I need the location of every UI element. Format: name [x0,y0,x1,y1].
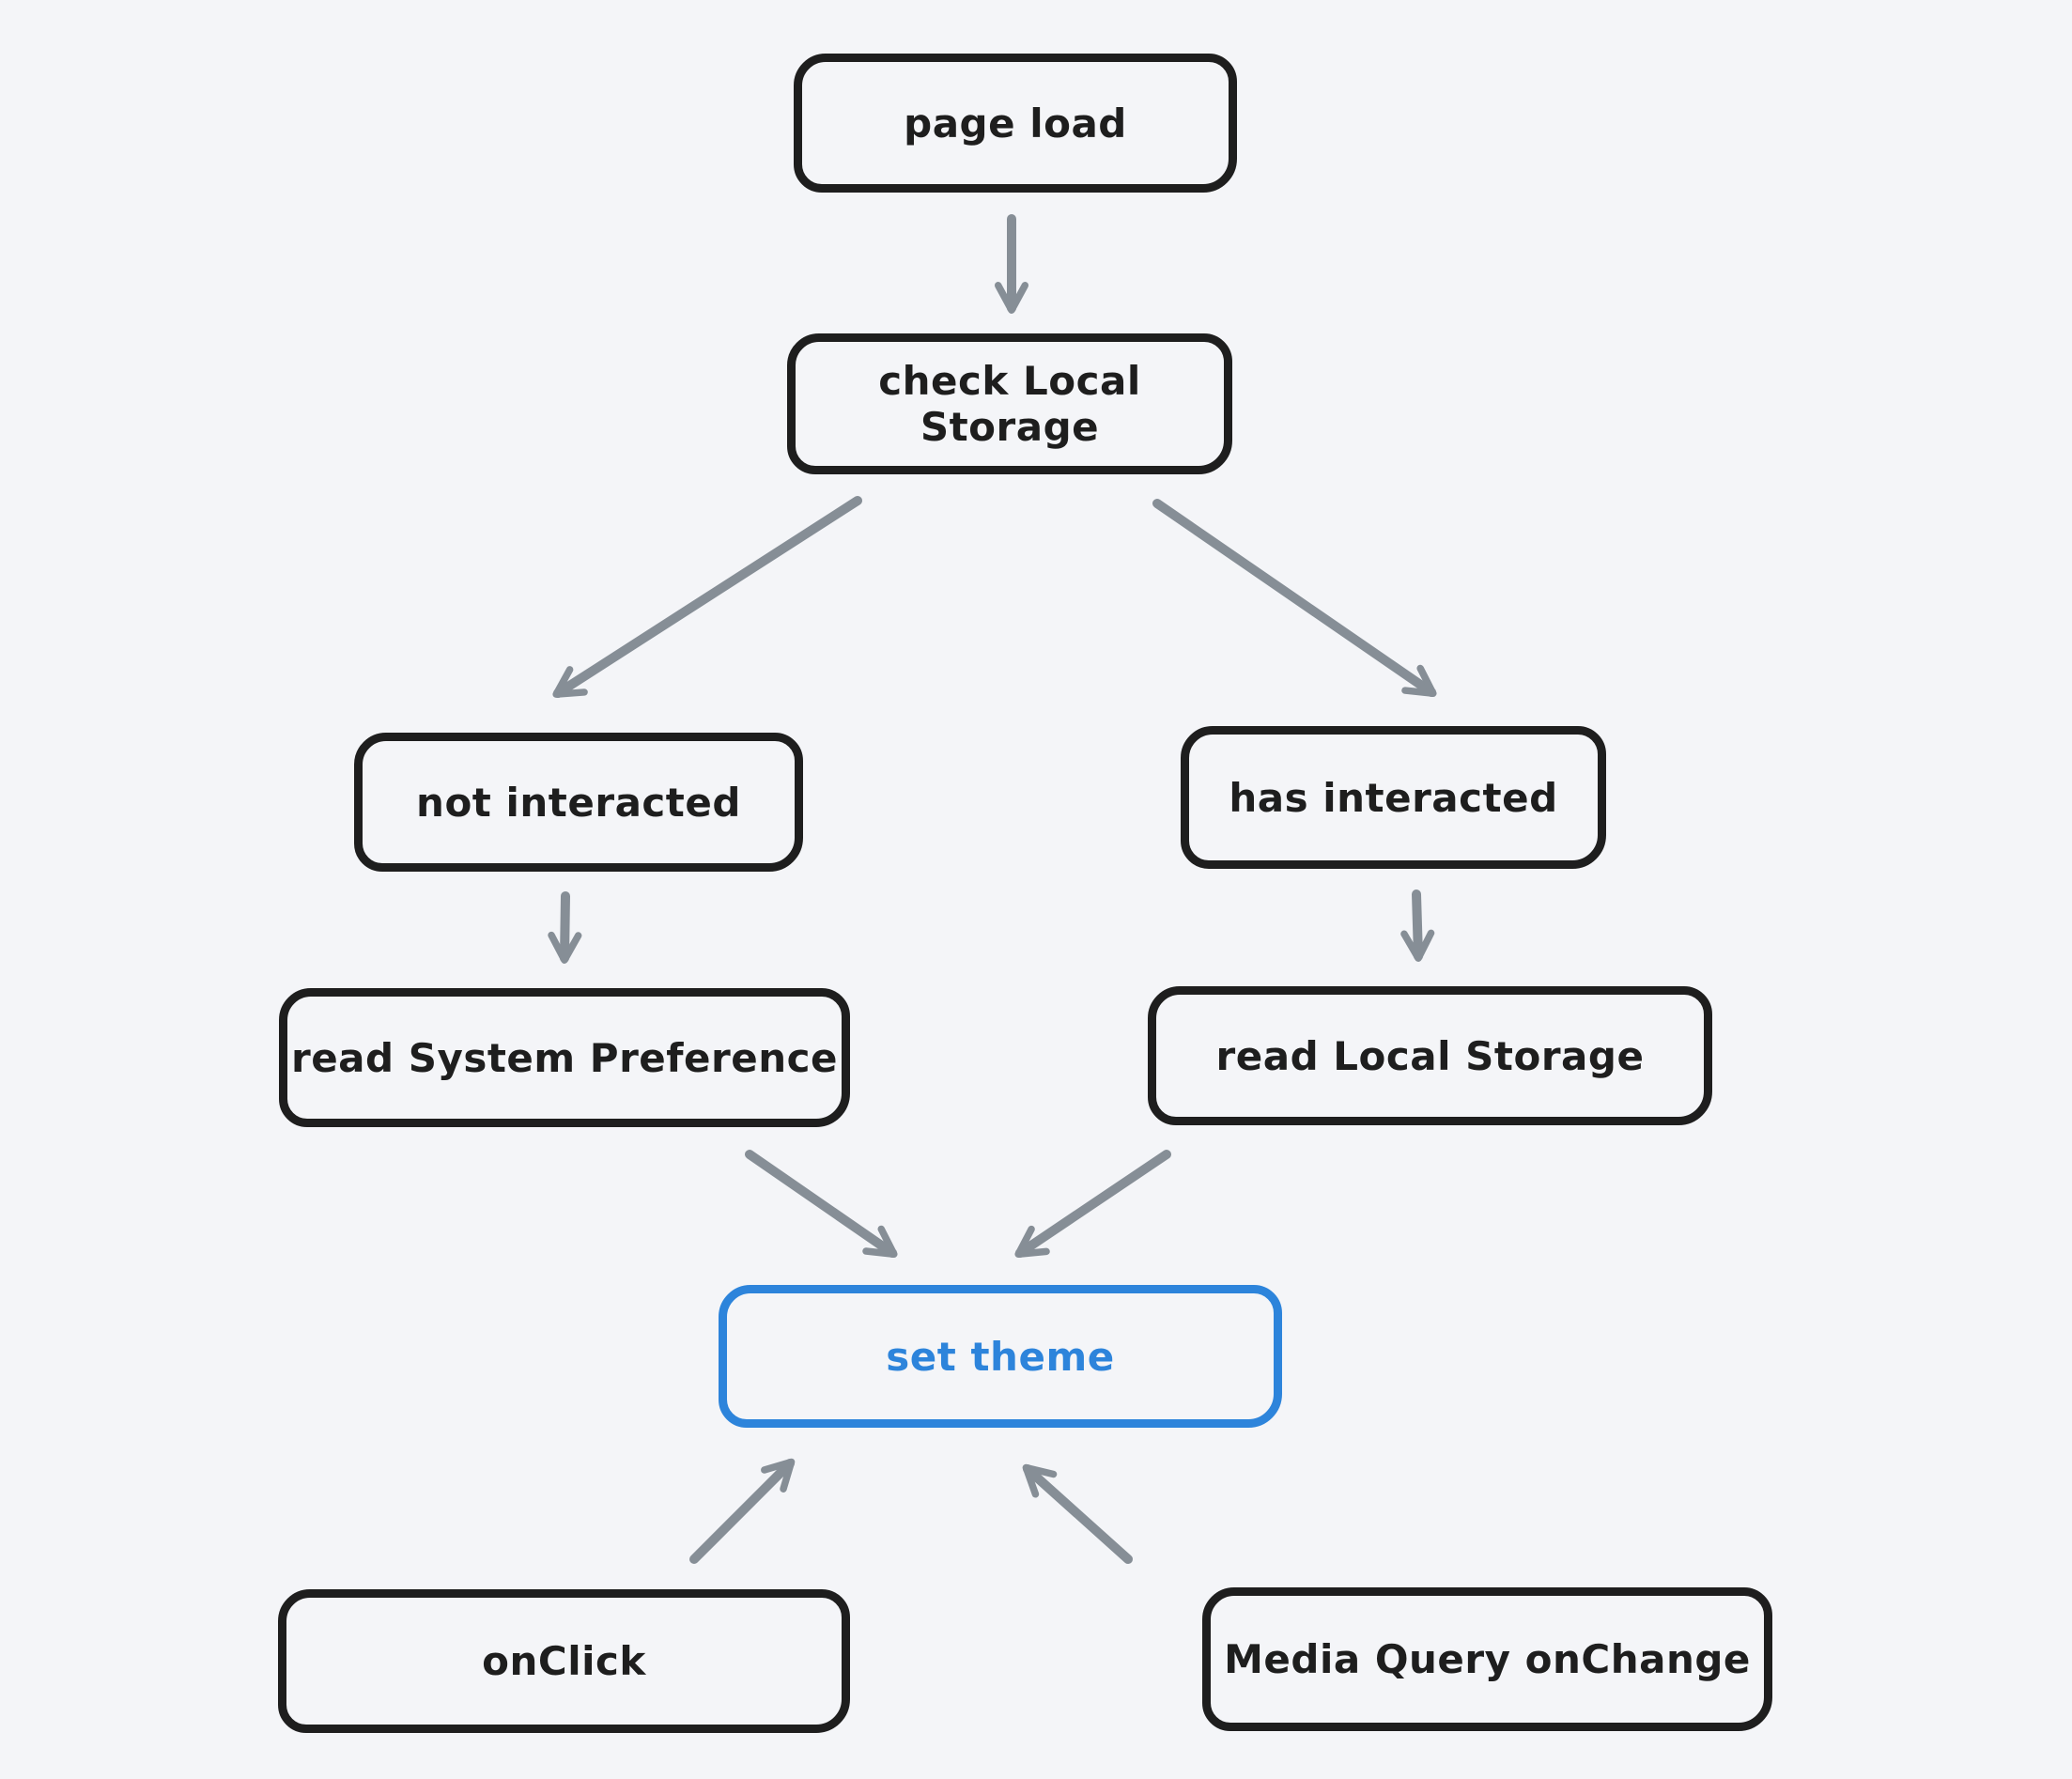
edge-notinteracted-readsyspref [548,891,582,964]
node-page-load-label: page load [904,100,1127,147]
edge-hasinteracted-readlocalstorage [1400,890,1435,962]
node-has-interacted-label: has interacted [1229,774,1558,821]
node-read-system-preference-label: read System Preference [290,1034,839,1081]
node-set-theme-label: set theme [886,1333,1115,1380]
node-read-system-preference: read System Preference [279,988,850,1127]
edge-onclick-settheme [689,1458,796,1564]
node-on-click: onClick [278,1589,850,1733]
edge-checkstorage-hasinteracted [1152,499,1437,697]
edge-readlocalstorage-settheme [1014,1150,1171,1258]
node-not-interacted: not interacted [354,733,803,872]
edge-readsyspref-settheme [745,1150,898,1258]
node-has-interacted: has interacted [1181,726,1606,869]
node-read-local-storage-label: read Local Storage [1215,1032,1645,1079]
node-set-theme: set theme [719,1285,1282,1428]
edge-checkstorage-notinteracted [552,496,862,698]
node-page-load: page load [794,54,1237,193]
node-not-interacted-label: not interacted [416,779,741,826]
edge-mediaquery-settheme [1022,1463,1133,1564]
node-on-click-label: onClick [482,1638,646,1684]
node-check-local-storage-label: check Local Storage [878,358,1141,450]
node-read-local-storage: read Local Storage [1148,986,1712,1125]
node-check-local-storage: check Local Storage [787,333,1232,474]
node-media-query-onchange: Media Query onChange [1202,1587,1772,1731]
node-media-query-onchange-label: Media Query onChange [1224,1636,1751,1682]
